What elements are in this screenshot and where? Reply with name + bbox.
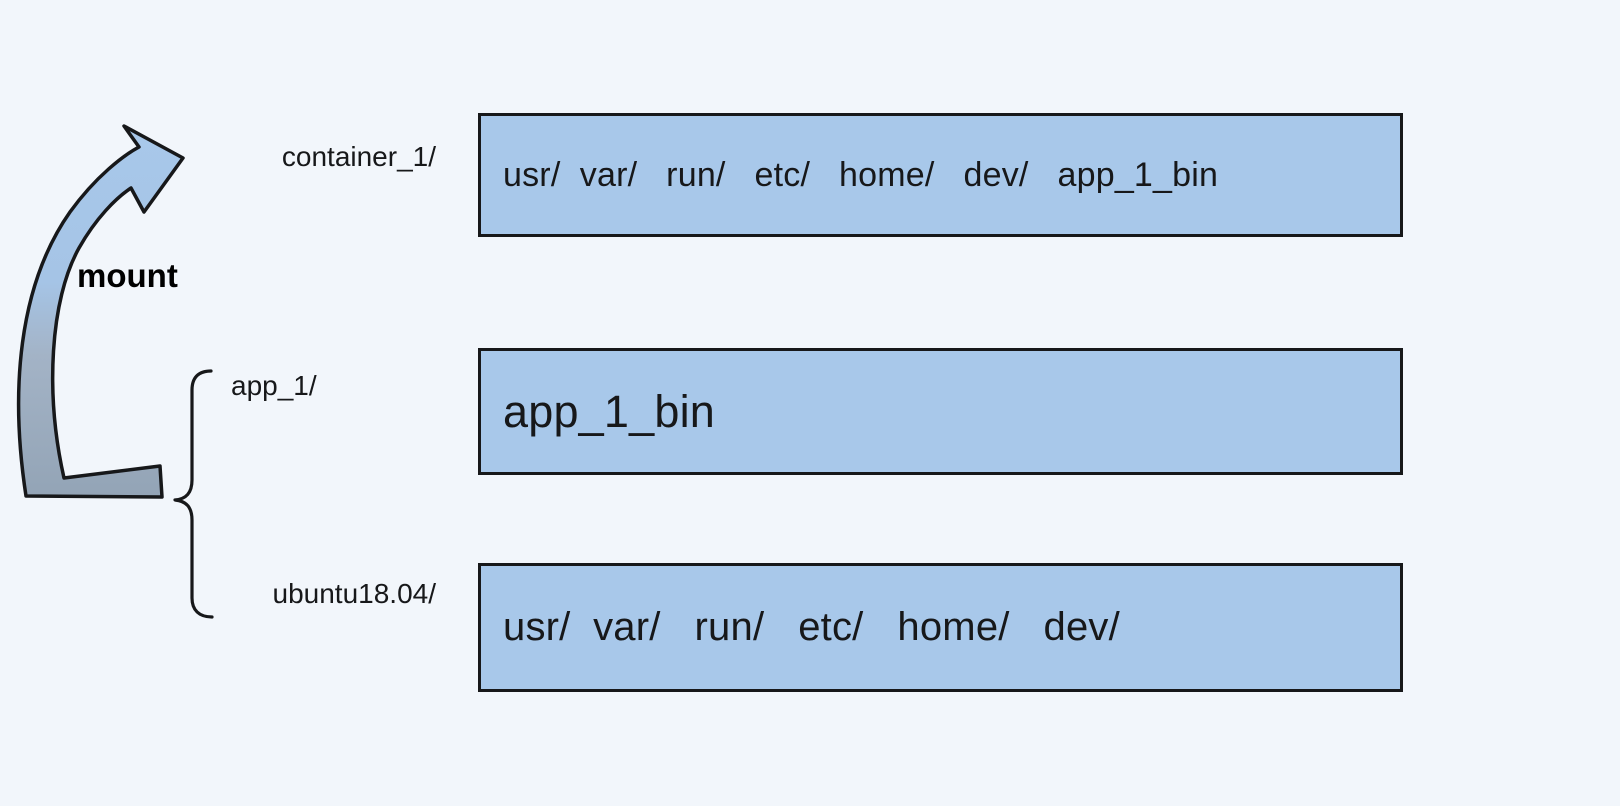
row-label-ubuntu-18-04: ubuntu18.04/ <box>272 578 437 609</box>
mount-label: mount <box>77 257 178 294</box>
filesystem-box-container-1: usr/ var/ run/ etc/ home/ dev/ app_1_bin <box>478 113 1403 237</box>
row-label-app-1: app_1/ <box>231 370 317 401</box>
row-label-container-1: container_1/ <box>281 141 436 172</box>
mount-arrow-icon <box>16 124 185 499</box>
filesystem-contents-app-1: app_1_bin <box>503 385 716 437</box>
filesystem-contents-ubuntu-18-04: usr/ var/ run/ etc/ home/ dev/ <box>503 605 1120 649</box>
filesystem-box-app-1: app_1_bin <box>478 348 1403 475</box>
filesystem-contents-container-1: usr/ var/ run/ etc/ home/ dev/ app_1_bin <box>503 155 1219 194</box>
filesystem-box-ubuntu-18-04: usr/ var/ run/ etc/ home/ dev/ <box>478 563 1403 692</box>
